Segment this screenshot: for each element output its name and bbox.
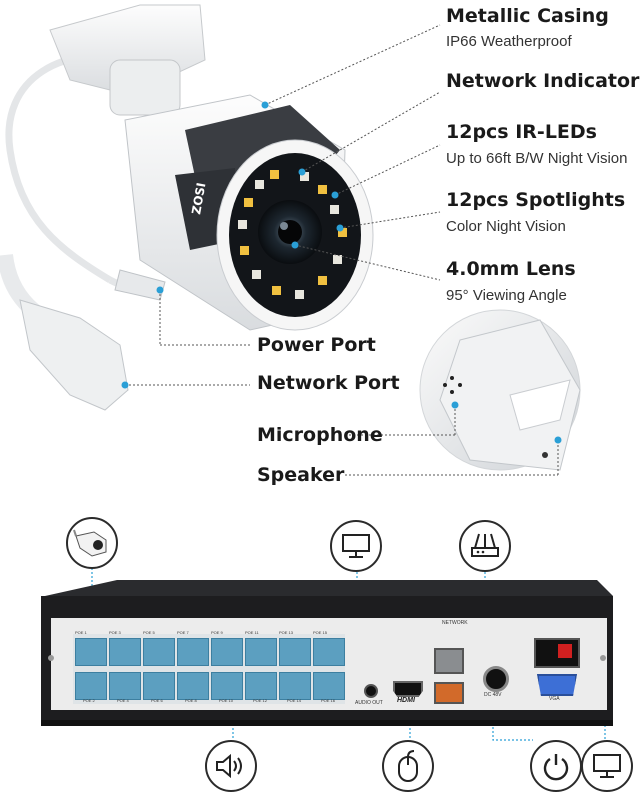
poe-label: POE 14 [287, 698, 302, 703]
feature-title-network-indicator: Network Indicator [446, 70, 640, 92]
poe-label: POE 16 [321, 698, 336, 703]
poe-label: POE 1 [75, 630, 87, 635]
poe-label: POE 15 [313, 630, 328, 635]
feature-sub-ir-leds: Up to 66ft B/W Night Vision [446, 150, 628, 167]
connector [19, 269, 166, 411]
feature-title-casing: Metallic Casing [446, 5, 609, 27]
label-microphone: Microphone [257, 424, 383, 446]
feature-sub-casing: IP66 Weatherproof [446, 33, 572, 50]
nvr-recorder: POE 1 POE 3 POE 5 POE 7 POE 9 POE 11 POE… [37, 578, 617, 738]
poe-label: POE 2 [83, 698, 95, 703]
speaker-icon [205, 740, 257, 792]
poe-label: POE 9 [211, 630, 223, 635]
hdmi-label: HDMI [397, 697, 415, 704]
network-port-2[interactable] [434, 682, 464, 704]
poe-label: POE 5 [143, 630, 155, 635]
feature-sub-lens: 95° Viewing Angle [446, 287, 567, 304]
poe-port[interactable] [109, 638, 141, 666]
feature-title-lens: 4.0mm Lens [446, 258, 576, 280]
poe-label: POE 8 [185, 698, 197, 703]
vga-port[interactable] [537, 674, 577, 696]
poe-port[interactable] [279, 638, 311, 666]
poe-port[interactable] [279, 672, 311, 700]
label-network-port: Network Port [257, 372, 400, 394]
power-switch[interactable] [534, 638, 580, 668]
label-power-port: Power Port [257, 334, 376, 356]
poe-label: POE 13 [279, 630, 294, 635]
feature-sub-spotlights: Color Night Vision [446, 218, 566, 235]
poe-label: POE 12 [253, 698, 268, 703]
feature-title-ir-leds: 12pcs IR-LEDs [446, 121, 597, 143]
monitor-icon [581, 740, 633, 792]
poe-port[interactable] [143, 672, 175, 700]
poe-port[interactable] [211, 672, 243, 700]
camera-illustration: ZOSI [0, 4, 581, 476]
poe-port[interactable] [143, 638, 175, 666]
mic-inset [419, 309, 581, 471]
poe-label: POE 4 [117, 698, 129, 703]
poe-label: POE 7 [177, 630, 189, 635]
poe-port[interactable] [313, 638, 345, 666]
feature-title-spotlights: 12pcs Spotlights [446, 189, 626, 211]
mouse-icon [382, 740, 434, 792]
camera-icon [66, 517, 118, 569]
monitor-icon [330, 520, 382, 572]
label-speaker: Speaker [257, 464, 345, 486]
router-icon [459, 520, 511, 572]
poe-port[interactable] [75, 638, 107, 666]
vga-label: VGA [549, 696, 560, 702]
poe-port[interactable] [177, 638, 209, 666]
poe-port[interactable] [211, 638, 243, 666]
dc-power-jack[interactable] [483, 666, 509, 692]
poe-port[interactable] [245, 638, 277, 666]
brand-logo: ZOSI [189, 182, 208, 216]
poe-port[interactable] [109, 672, 141, 700]
led-ring [238, 170, 347, 299]
poe-port[interactable] [245, 672, 277, 700]
network-port[interactable] [434, 648, 464, 674]
power-icon [530, 740, 582, 792]
poe-port[interactable] [75, 672, 107, 700]
poe-label: POE 10 [219, 698, 234, 703]
audio-out-jack[interactable] [364, 684, 378, 698]
audio-out-label: AUDIO OUT [355, 700, 383, 706]
poe-port[interactable] [313, 672, 345, 700]
dc-label: DC 48V [484, 692, 502, 698]
poe-port-grid [73, 634, 345, 704]
hdmi-port[interactable] [393, 681, 423, 697]
poe-label: POE 6 [151, 698, 163, 703]
poe-label: POE 3 [109, 630, 121, 635]
poe-label: POE 11 [245, 630, 259, 635]
poe-port[interactable] [177, 672, 209, 700]
network-label: NETWORK [442, 620, 468, 626]
